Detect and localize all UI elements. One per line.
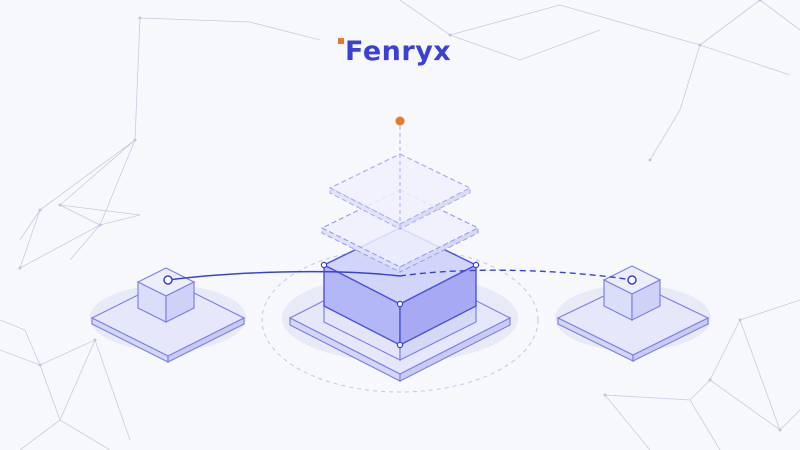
brand-name: Fenryx: [345, 36, 452, 67]
right-node-endpoint: [627, 275, 637, 285]
solid-connector-line: [167, 270, 401, 281]
left-node-endpoint: [163, 275, 173, 285]
orange-beacon-dot-icon: [395, 116, 405, 126]
left-node-icon: [90, 267, 246, 363]
right-node-icon: [555, 265, 711, 362]
network-node-dots: [18, 0, 782, 432]
brand-logo: Fenryx: [338, 36, 451, 68]
central-stack-server-icon: [282, 126, 518, 382]
logo-mark-icon: [338, 38, 344, 44]
